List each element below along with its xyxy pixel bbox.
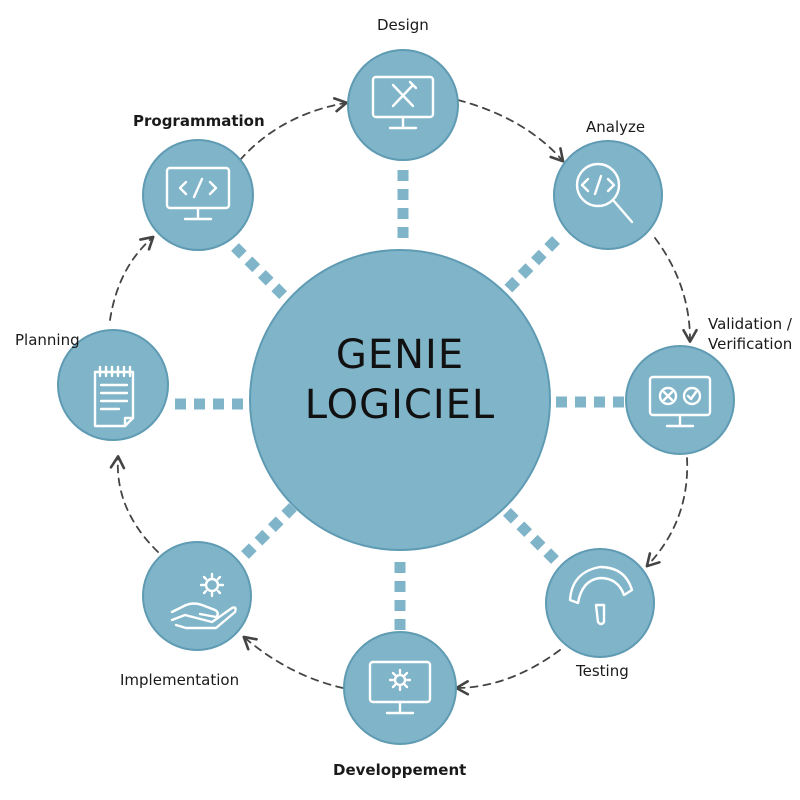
label-implementation: Implementation [120,671,240,689]
label-programmation: Programmation [133,112,265,130]
arrow-implementation-to-planning [109,455,159,553]
spoke-implementation [241,501,299,559]
label-validation-line2: Verification [708,335,793,353]
cycle-arrows [109,97,698,696]
arrow-planning-to-programmation [109,235,155,321]
arrow-testing-to-developpement [455,649,561,696]
center-title: GENIE LOGICIEL [250,330,550,430]
node-validation[interactable] [625,345,735,455]
center-title-line2: LOGICIEL [304,382,496,428]
label-design: Design [377,16,429,34]
node-programmation[interactable] [142,139,254,251]
label-validation: Validation / Verification [708,314,792,354]
arrow-validation-to-testing [645,457,689,568]
code-monitor-icon [165,166,231,221]
arrow-analyze-to-validation [654,237,698,343]
spoke-connectors [175,170,624,630]
arrow-design-to-analyze [457,99,565,163]
gear-monitor-icon [368,660,432,715]
label-planning: Planning [15,331,80,349]
spoke-analyze [501,236,560,296]
notepad-icon [93,365,135,428]
label-analyze: Analyze [586,118,646,136]
arrow-developpement-to-implementation [242,635,344,689]
arrow-programmation-to-design [239,97,348,161]
label-validation-line1: Validation / [708,315,792,333]
node-design[interactable] [347,49,459,161]
node-testing[interactable] [545,548,655,658]
validation-monitor-icon [648,375,712,428]
spoke-testing [501,506,559,564]
code-magnifier-icon [575,162,634,224]
center-circle [249,249,551,551]
spoke-programmation [231,243,289,301]
label-testing: Testing [576,662,629,680]
label-developpement: Developpement [333,761,467,779]
hand-gear-icon [170,572,237,630]
pencil-ruler-monitor-icon [371,75,435,130]
node-implementation[interactable] [142,541,252,651]
node-analyze[interactable] [553,140,663,250]
center-title-line1: GENIE [335,332,465,378]
gauge-icon [568,565,634,626]
